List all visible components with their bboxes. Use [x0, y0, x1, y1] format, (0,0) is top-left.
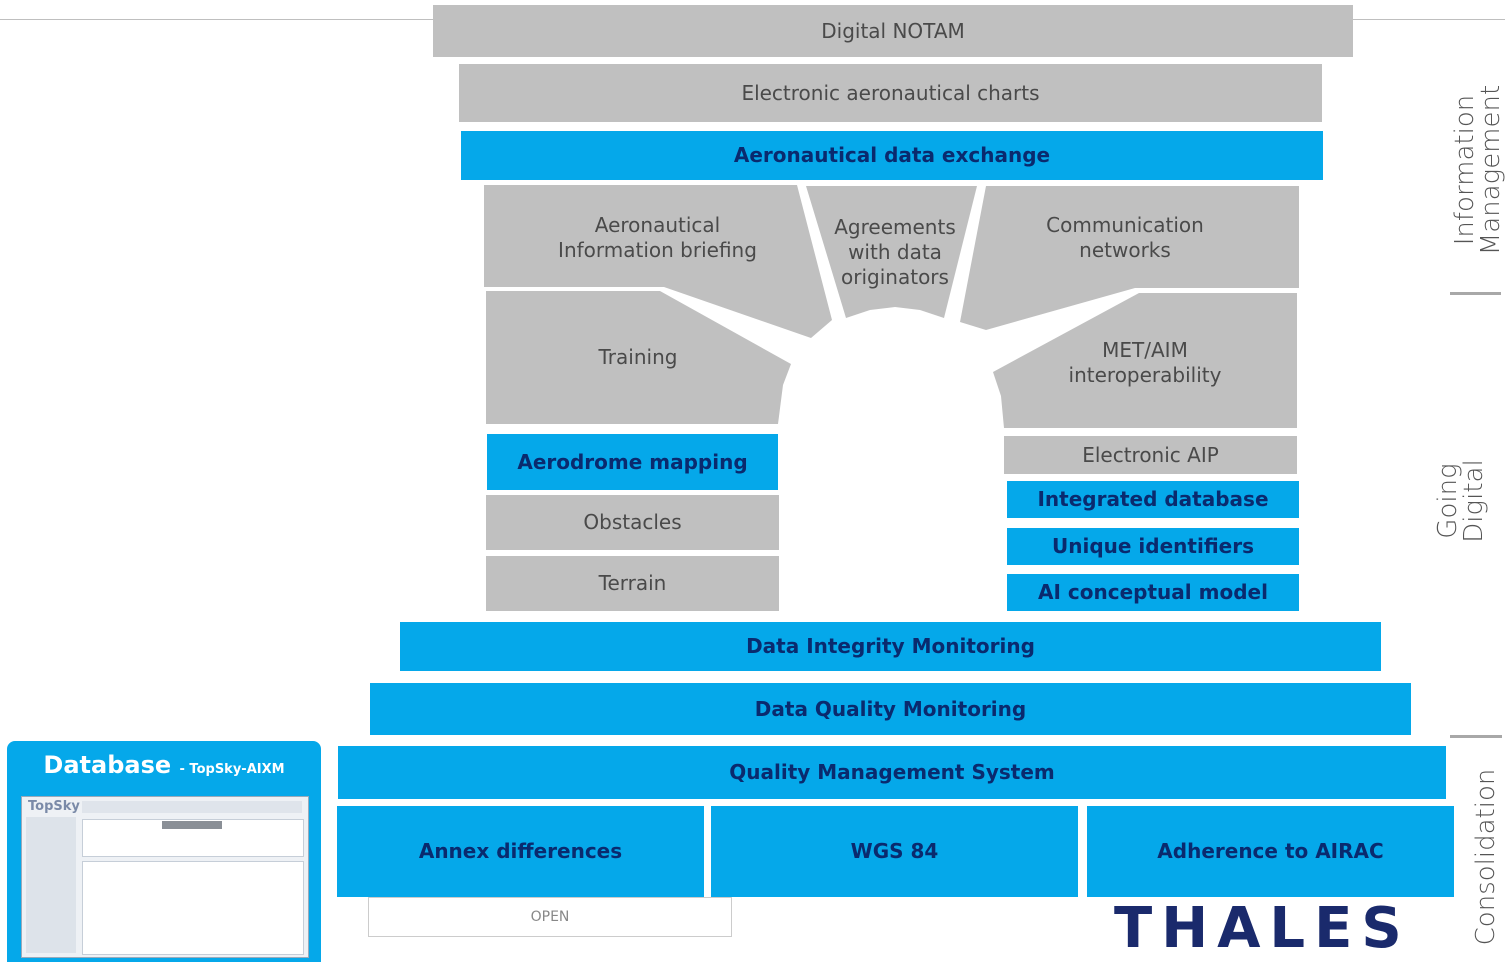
arch-block-training — [486, 291, 791, 424]
thumb-sidebar — [26, 817, 76, 953]
side-label-consolidation: Consolidation — [1471, 768, 1501, 946]
digital-notam-block: Digital NOTAM — [433, 5, 1353, 57]
obstacles-block: Obstacles — [486, 495, 779, 550]
arch-networks-text: Communication networks — [1046, 213, 1204, 262]
airac-block: Adherence to AIRAC — [1087, 806, 1454, 897]
side-marker-bottom — [1450, 735, 1502, 738]
electronic-charts-label: Electronic aeronautical charts — [741, 80, 1040, 105]
open-label-box: OPEN — [368, 897, 732, 937]
data-exchange-label: Aeronautical data exchange — [733, 143, 1051, 167]
arch-agreements-text: Agreements with data originators — [834, 215, 956, 289]
electronic-charts-block: Electronic aeronautical charts — [459, 64, 1322, 122]
thumb-table-header — [162, 821, 222, 829]
unique-identifiers-block: Unique identifiers — [1007, 528, 1299, 565]
data-quality-block: Data Quality Monitoring — [370, 683, 1411, 735]
digital-notam-label: Digital NOTAM — [821, 18, 965, 43]
annex-differences-block: Annex differences — [337, 806, 704, 897]
thumb-header — [82, 801, 302, 813]
side-label-going-digital: Going Digital — [1433, 459, 1489, 543]
qms-block: Quality Management System — [338, 746, 1446, 799]
side-label-information-management: Information Management — [1450, 84, 1505, 256]
integrated-database-block: Integrated database — [1007, 481, 1299, 518]
wgs84-block: WGS 84 — [711, 806, 1078, 897]
arch-block-briefing — [484, 185, 832, 338]
topsky-screenshot-thumbnail: TopSky — [21, 796, 309, 958]
database-title: Database - TopSky-AIXM — [43, 751, 285, 779]
thales-logo: THALES — [1114, 896, 1411, 961]
ai-conceptual-model-block: AI conceptual model — [1007, 574, 1299, 611]
thumb-brand: TopSky — [28, 799, 80, 814]
top-divider-right — [1353, 19, 1505, 20]
terrain-block: Terrain — [486, 556, 779, 611]
arch-briefing-text: Aeronautical Information briefing — [558, 213, 757, 262]
thumb-form — [82, 861, 304, 955]
data-exchange-block: Aeronautical data exchange — [461, 131, 1323, 180]
top-divider-left — [0, 19, 433, 20]
arch-training-text: Training — [598, 345, 678, 369]
arch-block-networks — [960, 186, 1299, 330]
side-marker-top — [1450, 292, 1501, 295]
data-integrity-block: Data Integrity Monitoring — [400, 622, 1381, 671]
arch-block-agreements — [806, 186, 977, 318]
electronic-aip-block: Electronic AIP — [1004, 436, 1297, 474]
arch-met-text: MET/AIM interoperability — [1068, 338, 1222, 387]
aerodrome-mapping-block: Aerodrome mapping — [487, 434, 778, 490]
database-panel: Database - TopSky-AIXM TopSky — [7, 741, 321, 962]
arch-block-met — [993, 293, 1297, 428]
